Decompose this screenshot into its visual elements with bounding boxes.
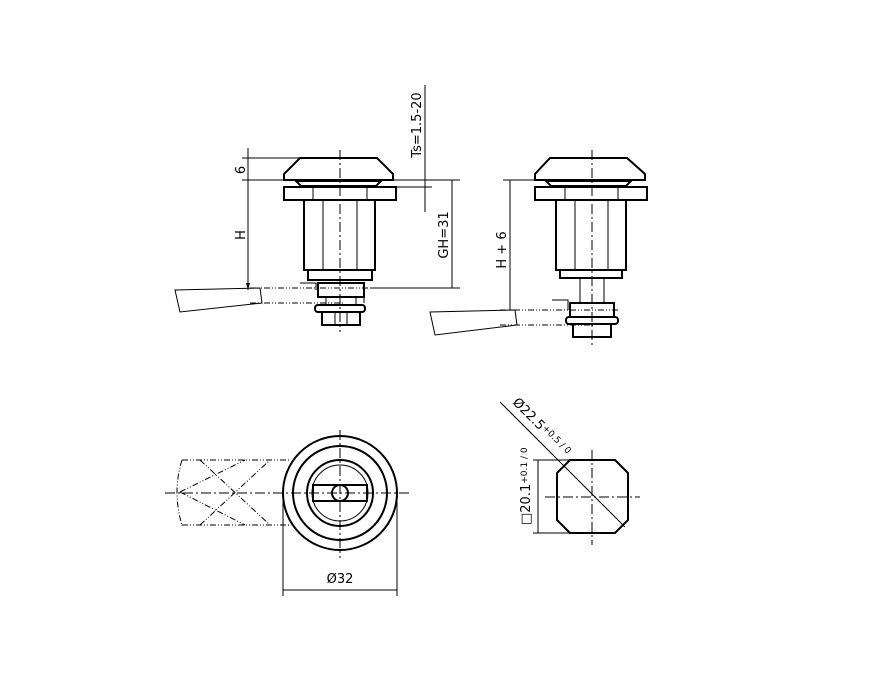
front-view: Ø32 — [165, 430, 410, 596]
side-view-right: H + 6 — [429, 150, 648, 345]
dim-cap-label: 6 — [234, 166, 249, 174]
dim-cutout-diameter-label: Ø22.5+0.5 / 0 — [509, 395, 573, 459]
panel-cutout: Ø22.5+0.5 / 0 □20.1+0.1 / 0 — [499, 395, 640, 545]
dim-grip-label: GH=31 — [437, 211, 452, 258]
dim-thickness-label: Ts=1.5-20 — [410, 92, 425, 158]
dim-height-label: H — [234, 230, 249, 240]
dim-diameter-label: Ø32 — [327, 572, 354, 587]
dim-height-plus-label: H + 6 — [495, 231, 510, 268]
dim-cutout-square-label: □20.1+0.1 / 0 — [519, 447, 534, 525]
side-view-left: 6 H Ts=1.5-20 GH=31 — [174, 85, 460, 332]
